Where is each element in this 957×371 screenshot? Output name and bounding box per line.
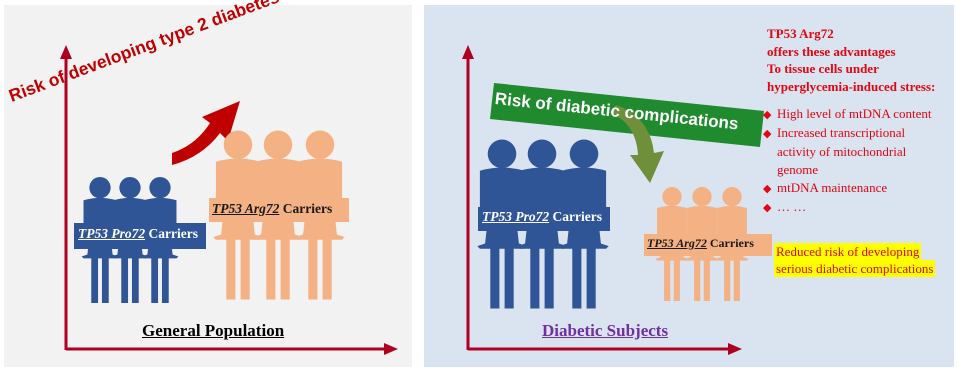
right-pro72-label: TP53 Pro72 Carriers xyxy=(482,209,602,224)
green-curved-arrow xyxy=(610,105,664,183)
right-graph xyxy=(462,45,772,355)
left-arg72-label-box xyxy=(209,198,349,222)
left-panel: Risk of developing type 2 diabetes TP53 … xyxy=(4,0,412,367)
conclusion-box: Reduced risk of developing serious diabe… xyxy=(774,243,936,277)
right-panel: Risk of diabetic complications TP53 Pro7… xyxy=(424,5,954,367)
right-pro72-label-box xyxy=(478,207,610,231)
right-x-axis-arrowhead xyxy=(728,343,742,355)
conclusion-line-2: serious diabetic complications xyxy=(774,260,936,277)
left-x-axis-arrowhead xyxy=(384,343,398,355)
conclusion-line-1: Reduced risk of developing xyxy=(774,243,922,260)
left-pro72-label: TP53 Pro72 Carriers xyxy=(78,226,198,241)
right-arg72-label: TP53 Arg72 Carriers xyxy=(647,236,754,250)
left-arg72-label: TP53 Arg72 Carriers xyxy=(212,201,333,216)
advantage-item: ◆… … xyxy=(763,199,807,214)
advantage-item: ◆High level of mtDNA content xyxy=(763,106,932,121)
right-panel-title: Diabetic Subjects xyxy=(542,321,669,340)
red-curved-arrow xyxy=(172,101,240,165)
left-graph xyxy=(60,45,398,355)
left-pro72-label-box xyxy=(74,223,206,249)
left-panel-title: General Population xyxy=(142,321,285,340)
advantages-list: ◆High level of mtDNA content ◆Increased … xyxy=(763,105,932,217)
advantage-item: ◆Increased transcriptional xyxy=(763,125,906,140)
advantage-item: activity of mitochondrial xyxy=(777,144,907,159)
heading-line-2: offers these advantages xyxy=(767,43,896,59)
advantage-item: ◆mtDNA maintenance xyxy=(763,180,888,195)
heading-line-4: hyperglycemia-induced stress: xyxy=(767,78,936,94)
right-y-axis-arrowhead xyxy=(462,45,474,59)
left-y-axis-arrowhead xyxy=(60,45,72,59)
right-arg72-label-box xyxy=(644,234,772,256)
heading-line-3: To tissue cells under xyxy=(767,61,879,76)
advantage-item: genome xyxy=(777,162,819,177)
heading-line-1: TP53 Arg72 xyxy=(767,26,834,41)
advantages-heading: TP53 Arg72 offers these advantages To ti… xyxy=(767,25,935,95)
